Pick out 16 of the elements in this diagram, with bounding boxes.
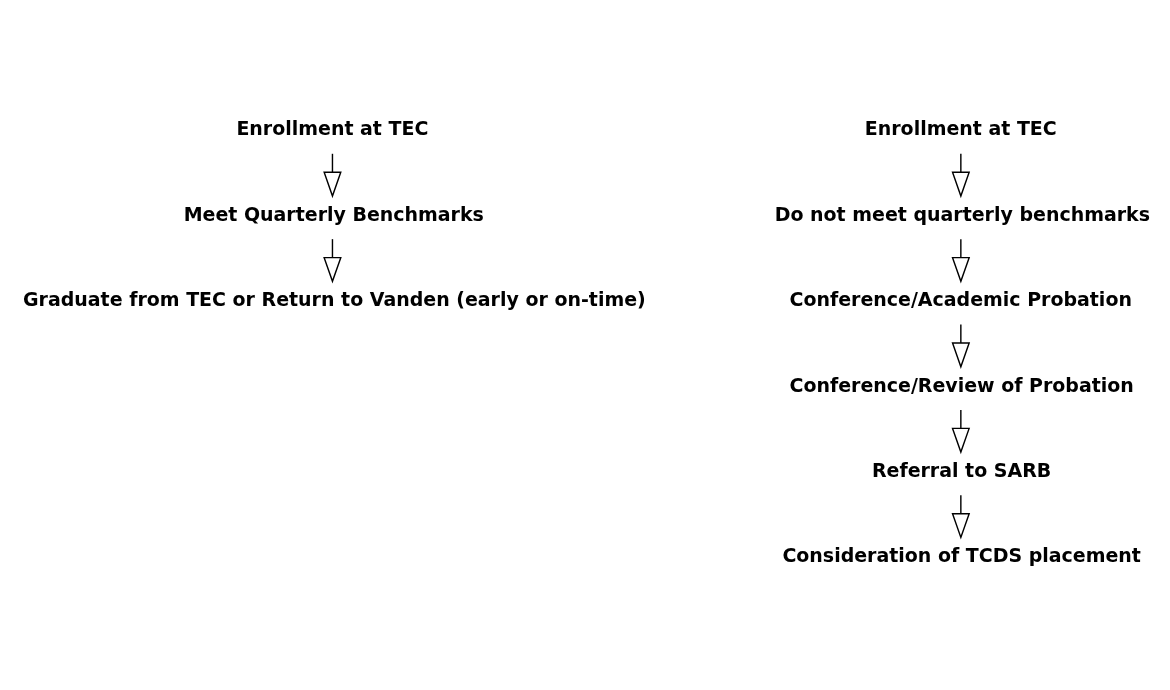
node-text: Enrollment at TEC xyxy=(864,116,1057,139)
node-text: Conference/Review of Probation xyxy=(789,373,1134,395)
node-text: Enrollment at TEC xyxy=(236,116,429,139)
node-text: Referral to SARB xyxy=(871,458,1052,481)
node-text: Meet Quarterly Benchmarks xyxy=(183,202,484,225)
node-text: Graduate from TEC or Return to Vanden (early or on-time) xyxy=(23,287,646,310)
arrow xyxy=(951,152,971,198)
node-text: Conference/Academic Probation xyxy=(789,287,1132,310)
arrow xyxy=(951,494,971,540)
arrow xyxy=(951,237,971,283)
arrow xyxy=(951,323,971,369)
node-text: Do not meet quarterly benchmarks xyxy=(774,202,1150,225)
node-text: Consideration of TCDS placement xyxy=(782,543,1141,566)
arrow xyxy=(951,408,971,454)
arrow xyxy=(323,152,342,198)
arrow xyxy=(323,237,342,283)
